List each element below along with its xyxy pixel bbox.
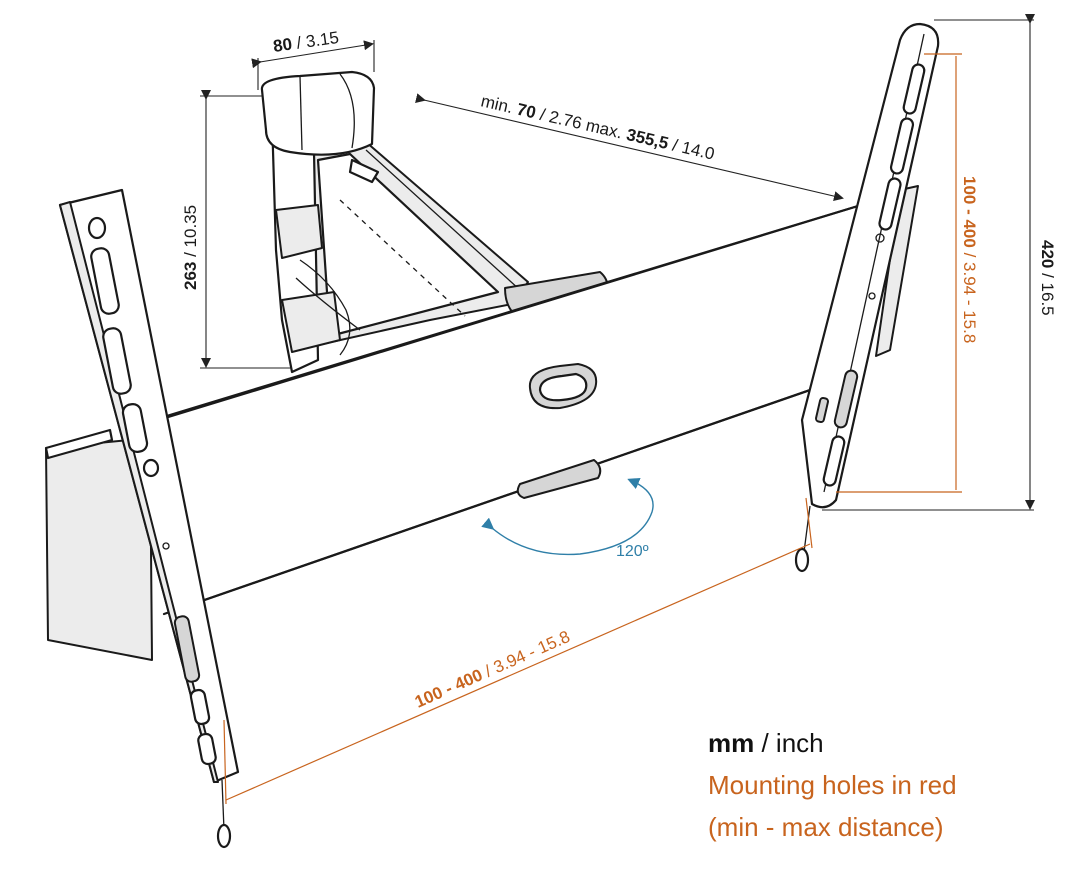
legend-units: mm / inch	[708, 728, 824, 758]
plate-height-label: 420 / 16.5	[1038, 240, 1057, 316]
wall-plate	[44, 428, 153, 661]
legend: mm / inch Mounting holes in red (min - m…	[708, 728, 957, 842]
swivel-angle-label: 120º	[616, 543, 649, 560]
dimension-vertical-holes: 100 - 400 / 3.94 - 15.8	[836, 53, 979, 493]
dimension-arm-height: 263 / 10.35	[181, 90, 292, 369]
left-vertical-bar	[58, 188, 240, 849]
arm-reach-label: min. 70 / 2.76 max. 355,5 / 14.0	[479, 91, 716, 163]
right-vertical-bar	[794, 22, 940, 573]
dimension-plate-height: 420 / 16.5	[822, 14, 1057, 511]
legend-distance-note: (min - max distance)	[708, 812, 944, 842]
arm-height-label: 263 / 10.35	[181, 205, 200, 290]
legend-mounting-holes: Mounting holes in red	[708, 770, 957, 800]
horizontal-holes-label: 100 - 400 / 3.94 - 15.8	[412, 627, 573, 712]
vertical-holes-label: 100 - 400 / 3.94 - 15.8	[960, 176, 979, 343]
swivel-indicator: 120º	[481, 478, 654, 560]
dimension-top-width: 80 / 3.15	[251, 28, 375, 90]
top-width-label: 80 / 3.15	[272, 28, 340, 56]
dimension-arm-reach: min. 70 / 2.76 max. 355,5 / 14.0	[415, 91, 844, 202]
